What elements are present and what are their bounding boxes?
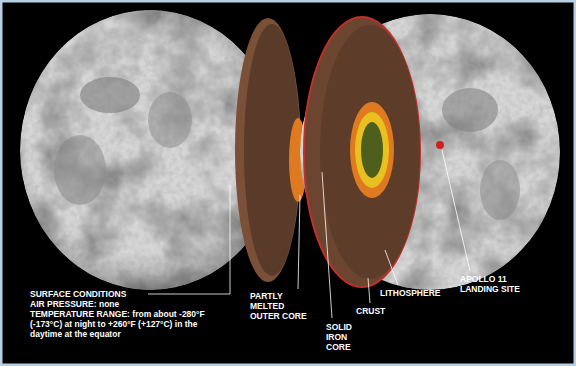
part-label: SOLID IRON CORE bbox=[326, 322, 366, 352]
mantle-face bbox=[320, 25, 420, 279]
right-hemisphere bbox=[300, 14, 560, 290]
inner-core bbox=[361, 122, 383, 178]
note-label: AIR PRESSURE: none bbox=[30, 299, 230, 309]
heading-label: SURFACE CONDITIONS bbox=[30, 289, 230, 299]
core-ring bbox=[355, 112, 389, 188]
part-label: PARTLY MELTED OUTER CORE bbox=[250, 291, 308, 321]
landing-site-dot bbox=[436, 141, 444, 149]
site-label: APOLLO 11 LANDING SITE bbox=[460, 274, 540, 294]
note-label: TEMPERATURE RANGE: from about -280°F (-1… bbox=[30, 309, 228, 339]
part-label: CRUST bbox=[356, 306, 396, 316]
leader-lines bbox=[148, 150, 470, 318]
outer-core-ring bbox=[350, 102, 394, 198]
part-label: LITHOSPHERE bbox=[380, 288, 460, 298]
cut-face bbox=[304, 17, 420, 287]
